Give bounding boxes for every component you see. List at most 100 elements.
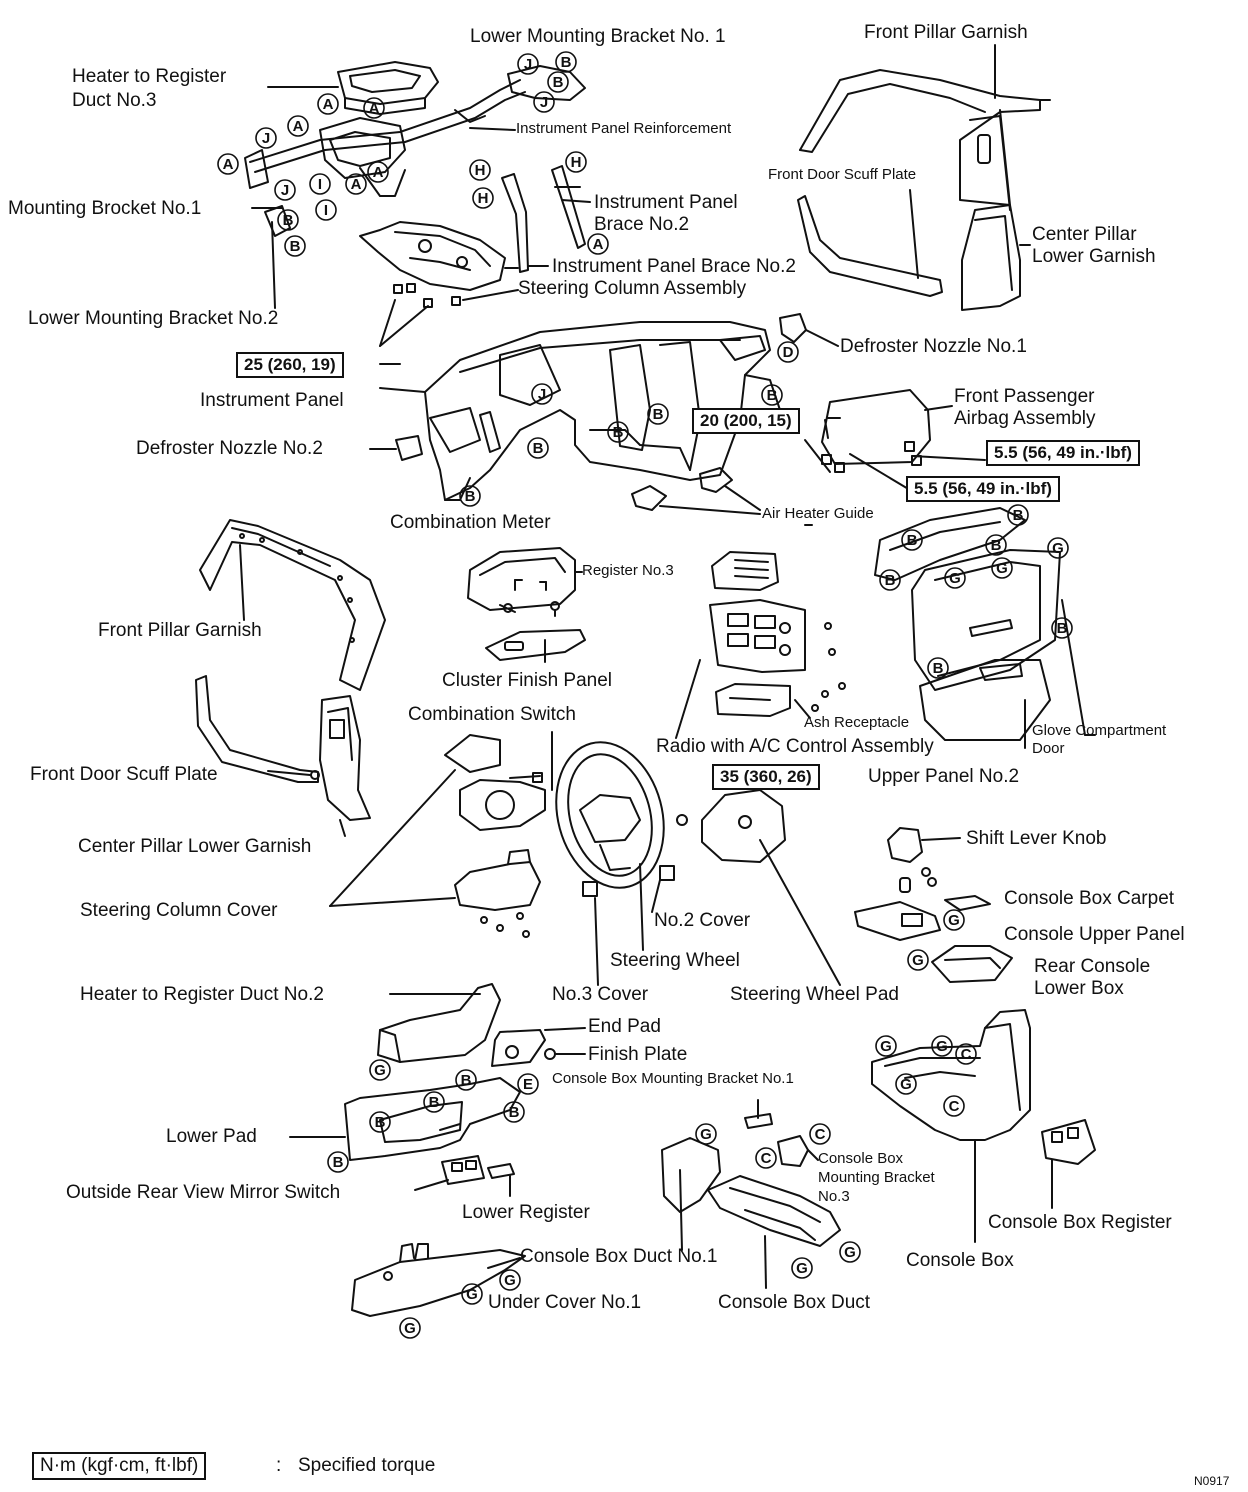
rear-console-lower-box-label: Rear Console (1034, 956, 1151, 977)
svg-text:B: B (333, 1154, 344, 1171)
svg-text:G: G (504, 1272, 516, 1289)
under-cover-no1-label: Under Cover No.1 (488, 1292, 642, 1313)
instrument-panel-reinforcement-label: Instrument Panel Reinforcement (516, 120, 732, 137)
steering-wheel-pad-label: Steering Wheel Pad (730, 984, 899, 1005)
instrument-panel-brace-no2-lower-label: Instrument Panel Brace No.2 (552, 256, 796, 277)
svg-text:J: J (524, 56, 532, 73)
steering-column-cover-label: Steering Column Cover (80, 900, 278, 921)
svg-text:G: G (912, 952, 924, 969)
svg-text:B: B (653, 406, 664, 423)
svg-text:E: E (523, 1076, 533, 1093)
legend-meaning: Specified torque (298, 1455, 436, 1476)
console-box-register-label: Console Box Register (988, 1212, 1172, 1233)
svg-text:A: A (373, 164, 384, 181)
front-passenger-airbag-label: Front Passenger (954, 386, 1095, 407)
air-heater-guide-label: Air Heater Guide (762, 505, 874, 522)
svg-text:C: C (961, 1046, 972, 1063)
upper-panel-glove-part (874, 507, 1086, 749)
svg-text:J: J (538, 386, 546, 403)
steering-wheel-part (555, 741, 675, 986)
finish-plate-label: Finish Plate (588, 1044, 688, 1065)
lower-pad-label: Lower Pad (166, 1126, 257, 1147)
svg-text:G: G (404, 1320, 416, 1337)
console-box-duct-label: Console Box Duct (718, 1292, 871, 1313)
svg-text:B: B (429, 1094, 440, 1111)
console-upper-panel-label: Console Upper Panel (1004, 924, 1185, 945)
end-pad-part (491, 1027, 586, 1067)
svg-text:A: A (293, 118, 304, 135)
defroster-nozzle-no2-part (369, 435, 423, 461)
svg-text:J: J (262, 130, 270, 147)
instrument-panel-brace-no2-label: Instrument Panel (594, 192, 738, 213)
svg-text:G: G (466, 1286, 478, 1303)
svg-text:G: G (844, 1244, 856, 1261)
torque-spec-box: 35 (360, 26) (712, 764, 820, 790)
svg-text:B: B (553, 74, 564, 91)
torque-unit-legend-box: N·m (kgf·cm, ft·lbf) (32, 1452, 207, 1480)
svg-text:J: J (540, 94, 548, 111)
svg-text:G: G (948, 912, 960, 929)
instrument-panel-brace-no2-label: Brace No.2 (594, 214, 690, 235)
ash-receptacle-label: Ash Receptacle (804, 714, 910, 731)
svg-text:A: A (223, 156, 234, 173)
upper-panel-no2-label: Upper Panel No.2 (868, 766, 1020, 787)
combination-meter-part (467, 547, 583, 617)
svg-text:D: D (783, 344, 794, 361)
svg-text:B: B (509, 1104, 520, 1121)
svg-text:B: B (1013, 507, 1024, 524)
svg-text:I: I (318, 176, 322, 193)
lower-mounting-bracket-no1-label: Lower Mounting Bracket No. 1 (470, 26, 726, 47)
front-door-scuff-plate-top-part (797, 189, 943, 297)
end-pad-label: End Pad (588, 1016, 661, 1037)
console-box-duct-no1-label: Console Box Duct No.1 (520, 1246, 718, 1267)
svg-text:G: G (796, 1260, 808, 1277)
svg-text:B: B (767, 387, 778, 404)
svg-text:B: B (613, 424, 624, 441)
heater-register-duct-no3-label: Duct No.3 (72, 90, 157, 111)
center-pillar-lower-garnish-top-part (961, 204, 1031, 311)
svg-text:G: G (700, 1126, 712, 1143)
svg-text:B: B (561, 54, 572, 71)
svg-text:B: B (465, 488, 476, 505)
svg-text:G: G (1052, 540, 1064, 557)
shift-lever-knob-label: Shift Lever Knob (966, 828, 1107, 849)
outside-rear-view-mirror-switch-label: Outside Rear View Mirror Switch (66, 1182, 341, 1203)
front-passenger-airbag-label: Airbag Assembly (954, 408, 1096, 429)
combination-meter-label: Combination Meter (390, 512, 551, 533)
svg-text:G: G (996, 560, 1008, 577)
heater-register-duct-no3-label: Heater to Register (72, 66, 227, 87)
radio-ac-control-label: Radio with A/C Control Assembly (656, 736, 934, 757)
instrument-panel-reinforcement-part (244, 65, 586, 237)
center-pillar-lower-garnish-label: Lower Garnish (1032, 246, 1156, 267)
svg-text:I: I (324, 202, 328, 219)
front-pillar-garnish-label: Front Pillar Garnish (864, 22, 1028, 43)
torque-spec-box: 20 (200, 15) (692, 408, 800, 434)
instrument-panel-part (379, 321, 791, 501)
no2-cover-label: No.2 Cover (654, 910, 751, 931)
svg-text:G: G (936, 1038, 948, 1055)
combination-switch-label: Combination Switch (408, 704, 576, 725)
svg-text:B: B (533, 440, 544, 457)
front-door-scuff-plate-label: Front Door Scuff Plate (768, 166, 917, 183)
front-passenger-airbag-part (804, 389, 986, 491)
ash-receptacle-part (715, 682, 846, 719)
svg-text:G: G (880, 1038, 892, 1055)
torque-spec-box: 25 (260, 19) (236, 352, 344, 378)
front-pillar-garnish-label: Front Pillar Garnish (98, 620, 262, 641)
glove-compartment-door-label: Door (1032, 740, 1065, 757)
heater-register-duct-no3-part (337, 61, 439, 115)
svg-text:C: C (949, 1098, 960, 1115)
steering-wheel-pad-part (676, 789, 841, 986)
register-no3-label: Register No.3 (582, 562, 674, 579)
svg-text:A: A (593, 236, 604, 253)
svg-text:A: A (323, 96, 334, 113)
lower-register-label: Lower Register (462, 1202, 590, 1223)
console-box-mounting-bracket-no3-label: Console Box (818, 1150, 904, 1167)
svg-text:B: B (885, 572, 896, 589)
figure-code: N0917 (1194, 1474, 1230, 1488)
mirror-switch-part (414, 1155, 515, 1197)
center-pillar-lower-garnish-label: Center Pillar (1032, 224, 1137, 245)
front-door-scuff-plate-mid-part (195, 675, 320, 783)
combination-switch-part (329, 731, 553, 938)
svg-text:H: H (475, 162, 486, 179)
